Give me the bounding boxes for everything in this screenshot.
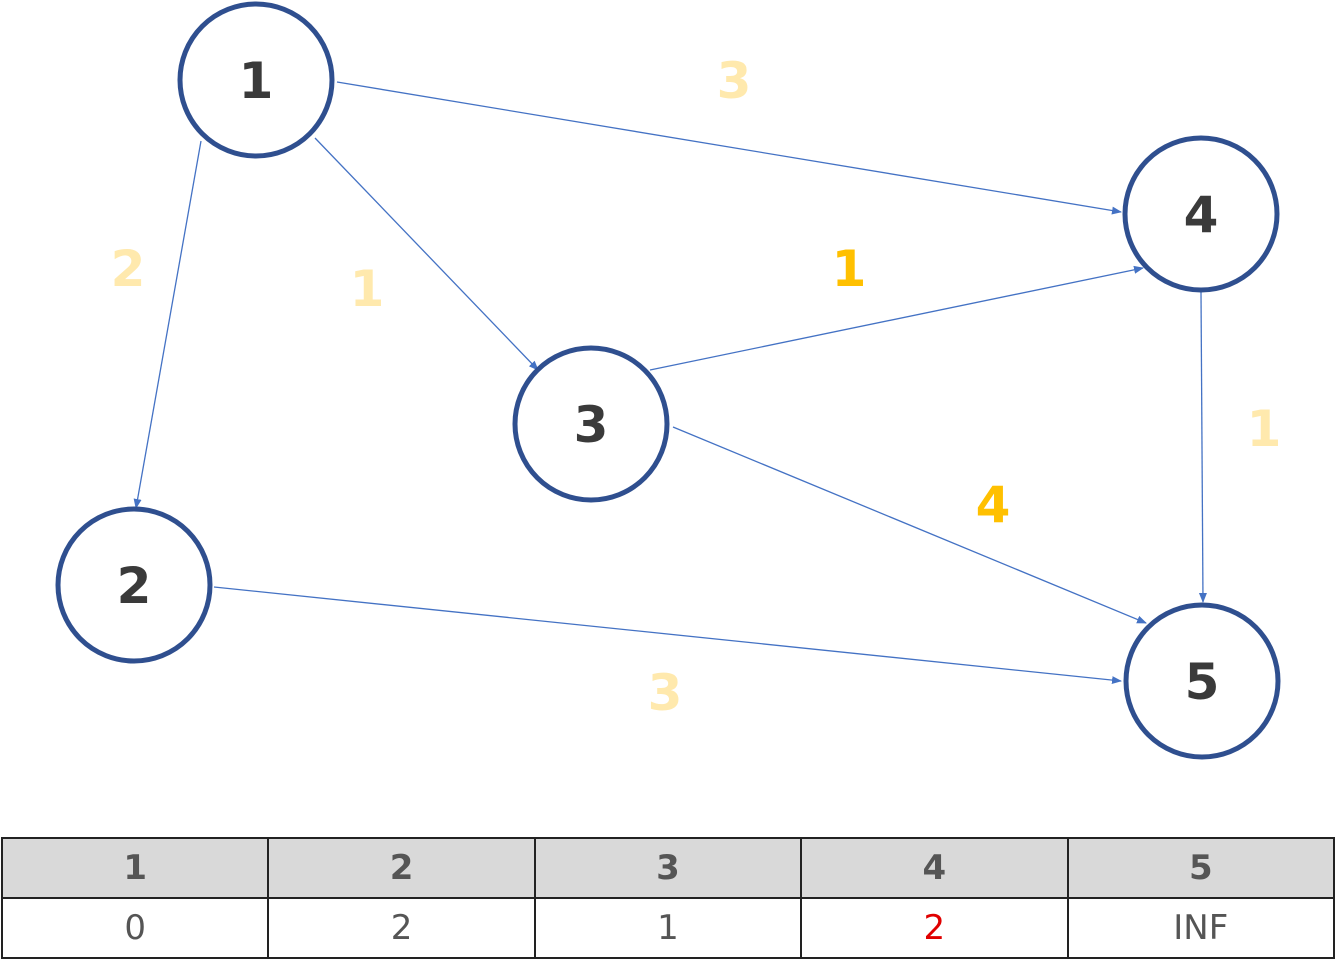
edge-weight-1-4: 3 (717, 52, 752, 110)
header-cell-node-2: 2 (267, 837, 536, 899)
distance-cell-node-3: 1 (533, 897, 803, 959)
edge-3-5 (672, 426, 1147, 624)
edge-4-5 (1198, 291, 1207, 603)
node-2-label: 2 (117, 557, 152, 615)
edge-1-3 (314, 137, 539, 371)
header-cell-node-5: 5 (1066, 837, 1336, 899)
distance-table: 1 2 3 4 5 0 2 1 2 INF (0, 837, 1336, 959)
distance-cell-node-2: 2 (267, 897, 536, 959)
distance-cell-node-1: 0 (0, 897, 270, 959)
node-2: 2 (55, 506, 213, 664)
distance-table-value-row: 0 2 1 2 INF (0, 897, 1336, 959)
node-3-label: 3 (574, 396, 609, 454)
edge-weight-4-5: 1 (1247, 400, 1282, 458)
distance-cell-node-5: INF (1066, 897, 1336, 959)
node-4-label: 4 (1184, 186, 1219, 244)
distance-cell-node-4: 2 (800, 897, 1069, 959)
node-1: 1 (177, 1, 335, 159)
node-5: 5 (1123, 602, 1281, 760)
node-3: 3 (512, 345, 670, 503)
edge-1-4 (336, 81, 1122, 215)
node-1-label: 1 (239, 52, 274, 110)
header-cell-node-1: 1 (0, 837, 270, 899)
header-cell-node-3: 3 (533, 837, 803, 899)
distance-table-header-row: 1 2 3 4 5 (0, 837, 1336, 899)
graph-diagram: 3 2 1 1 4 1 3 1 2 3 4 5 (55, 1, 1282, 760)
edge-weight-1-3: 1 (350, 260, 385, 318)
edge-weight-3-4: 1 (832, 240, 867, 298)
edge-weight-2-5: 3 (648, 664, 683, 722)
node-4: 4 (1122, 135, 1280, 293)
edge-2-5 (213, 586, 1122, 685)
node-5-label: 5 (1185, 653, 1220, 711)
edge-weight-3-5: 4 (976, 476, 1011, 534)
edge-1-2 (133, 140, 202, 509)
edge-3-4 (649, 265, 1144, 371)
header-cell-node-4: 4 (800, 837, 1069, 899)
edge-weight-1-2: 2 (111, 240, 146, 298)
